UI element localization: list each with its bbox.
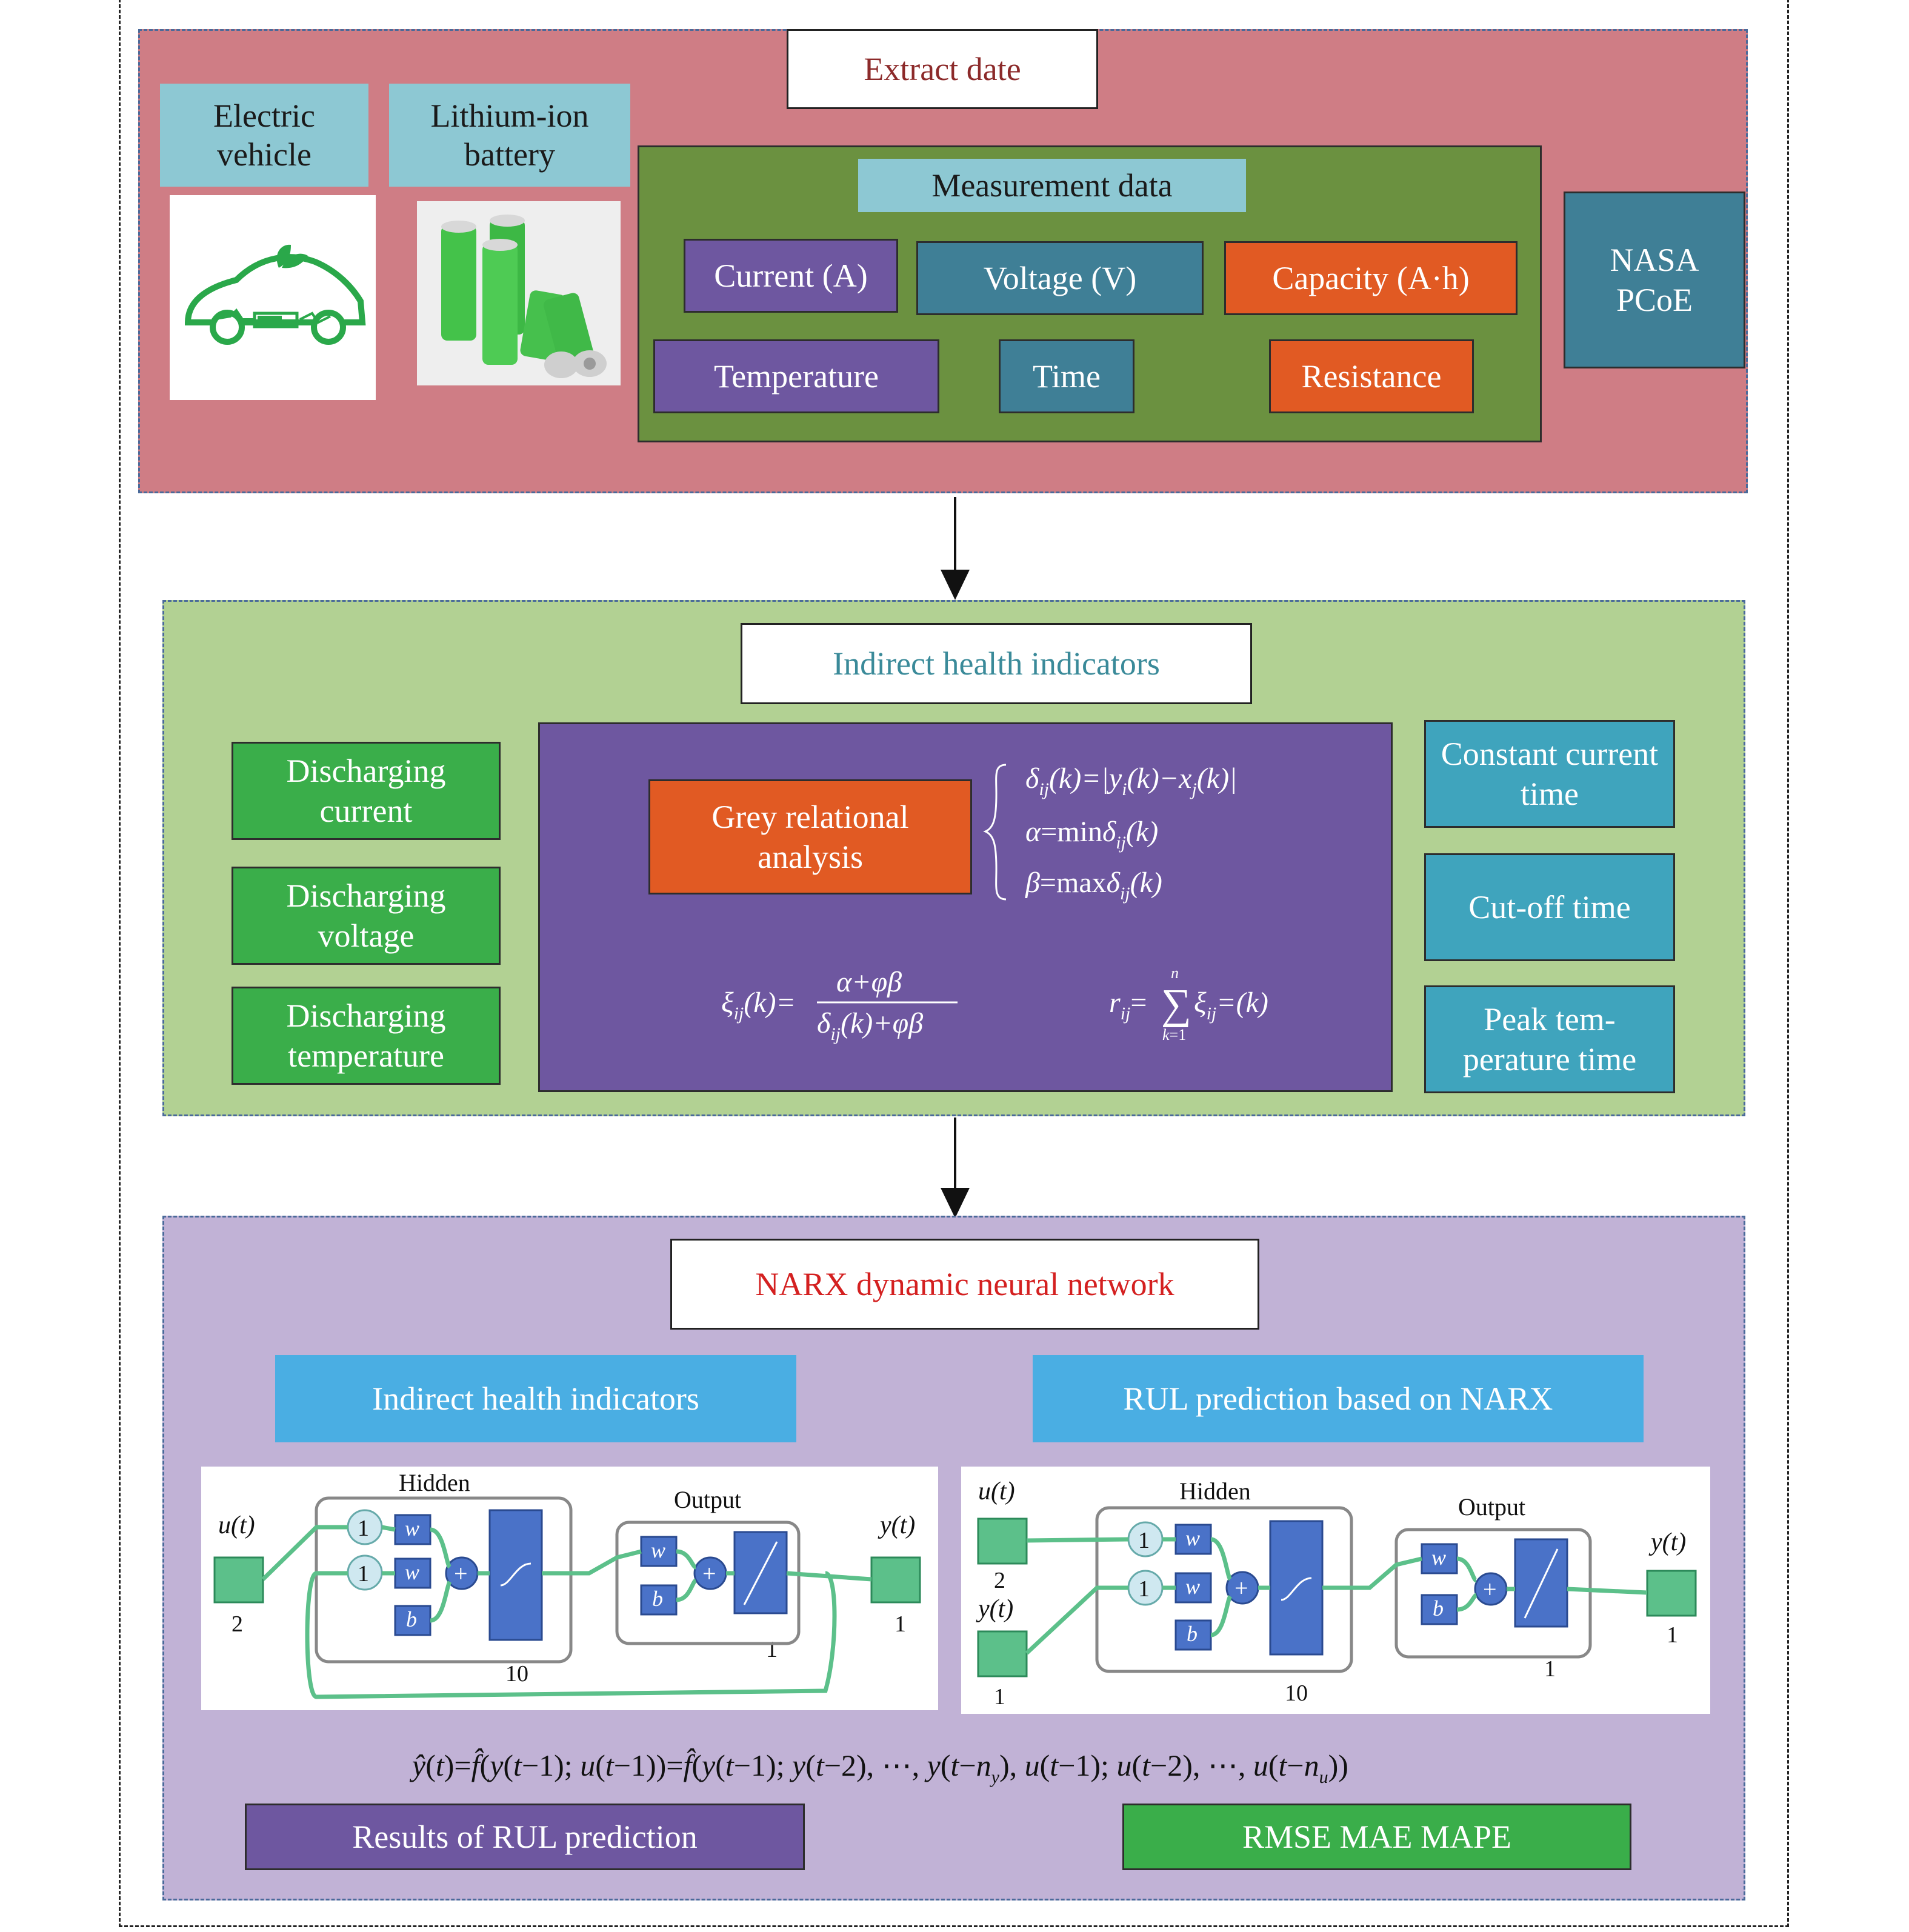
lithium-battery-label: Lithium-ion battery [389, 84, 630, 187]
arrow-section2-to-3 [941, 1118, 970, 1218]
indirect-health-indicators-label: Indirect health indicators [275, 1355, 796, 1442]
svg-text:ŷ(t)=f̂(y(t−1); u(t−1))=f̂(y(t: ŷ(t)=f̂(y(t−1); u(t−1))=f̂(y(t−1); y(t−2… [409, 1748, 1348, 1787]
peak-temperature-time-box: Peak tem- perature time [1424, 985, 1675, 1093]
time-box: Time [999, 339, 1134, 413]
resistance-box: Resistance [1269, 339, 1474, 413]
ut-label: u(t) [218, 1511, 255, 1539]
svg-text:b: b [1433, 1596, 1444, 1621]
arrow-section1-to-2 [941, 497, 970, 600]
narx-closed-loop-network: Hidden Output u(t) y(t) y(t) 2 1 1 10 1 … [961, 1467, 1710, 1714]
svg-text:1: 1 [1667, 1622, 1678, 1648]
lithium-battery-image [417, 201, 621, 385]
svg-text:1: 1 [1544, 1656, 1556, 1682]
grey-relational-analysis-box: Grey relational analysis [648, 779, 972, 894]
capacity-box: Capacity (A·h) [1224, 241, 1518, 315]
cutoff-time-box: Cut-off time [1424, 853, 1675, 961]
svg-text:b: b [1187, 1622, 1198, 1646]
narx-open-loop-network: Hidden Output u(t) y(t) 2 1 10 1 1 1 w w… [201, 1467, 938, 1710]
svg-text:u(t): u(t) [978, 1477, 1015, 1505]
output-size: 1 [895, 1611, 906, 1637]
hidden-label: Hidden [399, 1469, 470, 1496]
hidden-size: 10 [505, 1661, 528, 1687]
svg-text:1: 1 [358, 1516, 369, 1541]
voltage-box: Voltage (V) [916, 241, 1204, 315]
svg-text:Output: Output [1458, 1493, 1525, 1521]
svg-text:w: w [651, 1538, 665, 1562]
svg-text:2: 2 [994, 1568, 1005, 1593]
r-formula: rij= ∑ n k=1 ξij=(k) [1109, 964, 1268, 1044]
svg-text:1: 1 [358, 1561, 369, 1587]
svg-text:y(t): y(t) [976, 1595, 1013, 1623]
svg-text:y(t): y(t) [1648, 1528, 1686, 1556]
svg-text:w: w [405, 1560, 419, 1584]
outer-frame [119, 0, 1789, 1927]
output-layer-size: 1 [766, 1637, 778, 1662]
svg-text:∑: ∑ [1161, 981, 1191, 1028]
svg-text:β=maxδij(k): β=maxδij(k) [1025, 867, 1162, 904]
discharging-current-box: Discharging current [232, 742, 501, 840]
svg-text:δij(k)=|yi(k)−xj(k)|: δij(k)=|yi(k)−xj(k)| [1025, 762, 1237, 799]
svg-text:b: b [652, 1587, 663, 1611]
electric-vehicle-image [170, 195, 376, 400]
output-label: Output [674, 1486, 741, 1513]
results-rul-prediction-box: Results of RUL prediction [245, 1804, 805, 1870]
discharging-voltage-box: Discharging voltage [232, 867, 501, 965]
svg-text:k=1: k=1 [1162, 1026, 1186, 1044]
svg-text:ξij=(k): ξij=(k) [1194, 987, 1268, 1024]
svg-text:+: + [454, 1560, 468, 1587]
svg-text:α+φβ: α+φβ [836, 966, 902, 998]
extract-date-title: Extract date [787, 29, 1098, 109]
xi-formula: ξij(k)= α+φβ δij(k)+φβ [721, 966, 958, 1044]
svg-text:1: 1 [1138, 1576, 1150, 1602]
yt-label: y(t) [878, 1511, 915, 1539]
input-size: 2 [232, 1611, 243, 1637]
svg-text:+: + [702, 1560, 716, 1587]
svg-text:10: 10 [1285, 1681, 1308, 1706]
narx-equation: ŷ(t)=f̂(y(t−1); u(t−1))=f̂(y(t−1); y(t−2… [409, 1748, 1348, 1787]
discharging-temperature-box: Discharging temperature [232, 987, 501, 1085]
rul-prediction-narx-label: RUL prediction based on NARX [1033, 1355, 1644, 1442]
current-box: Current (A) [684, 239, 898, 313]
svg-text:b: b [406, 1607, 417, 1631]
measurement-data-title: Measurement data [858, 159, 1246, 212]
indirect-health-indicators-title: Indirect health indicators [741, 623, 1252, 704]
svg-text:1: 1 [994, 1684, 1005, 1710]
svg-text:w: w [1185, 1574, 1200, 1599]
temperature-box: Temperature [653, 339, 939, 413]
narx-title: NARX dynamic neural network [670, 1239, 1259, 1330]
svg-text:w: w [405, 1516, 419, 1541]
svg-text:w: w [1431, 1545, 1446, 1570]
electric-vehicle-label: Electric vehicle [160, 84, 368, 187]
svg-text:ξij(k)=: ξij(k)= [721, 987, 796, 1024]
svg-text:Hidden: Hidden [1179, 1477, 1251, 1505]
grey-relational-formulas: δij(k)=|yi(k)−xj(k)| α=minδij(k) β=maxδi… [983, 762, 1237, 904]
svg-text:+: + [1234, 1574, 1248, 1602]
svg-text:+: + [1483, 1576, 1497, 1603]
nasa-pcoe-box: NASA PCoE [1564, 192, 1745, 368]
svg-text:δij(k)+φβ: δij(k)+φβ [817, 1007, 923, 1044]
svg-text:n: n [1171, 964, 1179, 982]
svg-text:1: 1 [1138, 1528, 1150, 1553]
svg-text:α=minδij(k): α=minδij(k) [1025, 816, 1158, 853]
constant-current-time-box: Constant current time [1424, 720, 1675, 828]
svg-text:rij=: rij= [1109, 987, 1147, 1024]
svg-text:w: w [1185, 1526, 1200, 1550]
metrics-box: RMSE MAE MAPE [1122, 1804, 1631, 1870]
